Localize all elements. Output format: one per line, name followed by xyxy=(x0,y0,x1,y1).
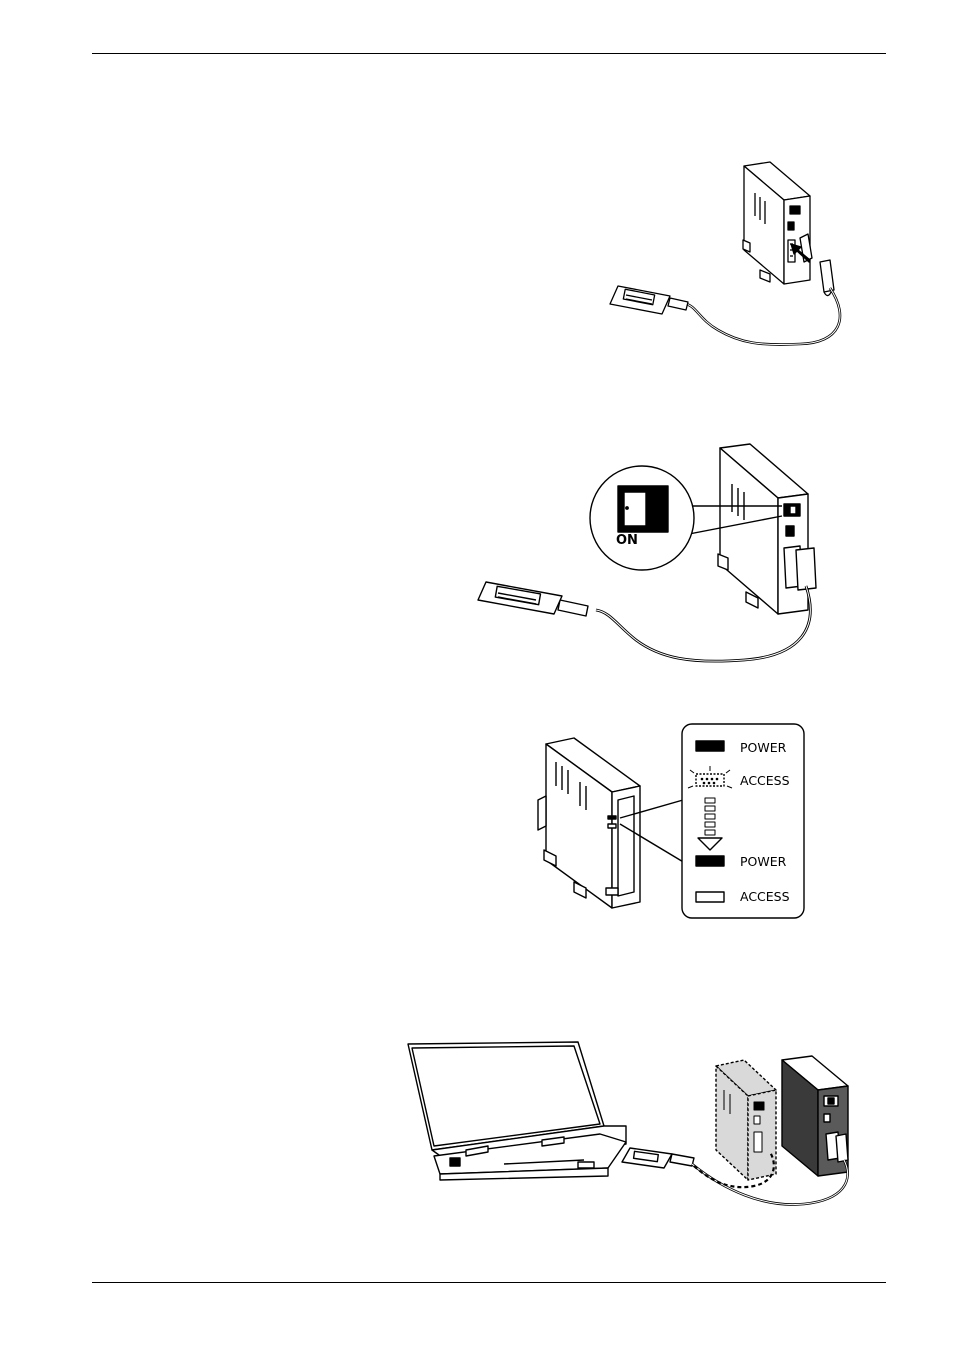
figure-laptop-connection xyxy=(404,1040,856,1210)
header-rule xyxy=(92,53,886,54)
figure-connect-cable-illustration xyxy=(600,158,860,353)
figure-laptop-connection-illustration xyxy=(404,1040,856,1210)
switch-on-label: ON xyxy=(616,533,638,548)
led-label-access-1: ACCESS xyxy=(740,773,790,788)
figure-led-status: POWER ACCESS POWER ACCESS xyxy=(530,722,810,920)
figure-led-status-illustration: POWER ACCESS POWER ACCESS xyxy=(530,722,810,920)
led-label-power-2: POWER xyxy=(740,854,787,869)
led-label-access-2: ACCESS xyxy=(740,889,790,904)
led-label-power-1: POWER xyxy=(740,740,787,755)
figure-power-on: ON xyxy=(470,442,830,674)
figure-connect-cable xyxy=(600,158,860,353)
footer-rule xyxy=(92,1282,886,1283)
figure-power-on-illustration: ON xyxy=(470,442,830,674)
